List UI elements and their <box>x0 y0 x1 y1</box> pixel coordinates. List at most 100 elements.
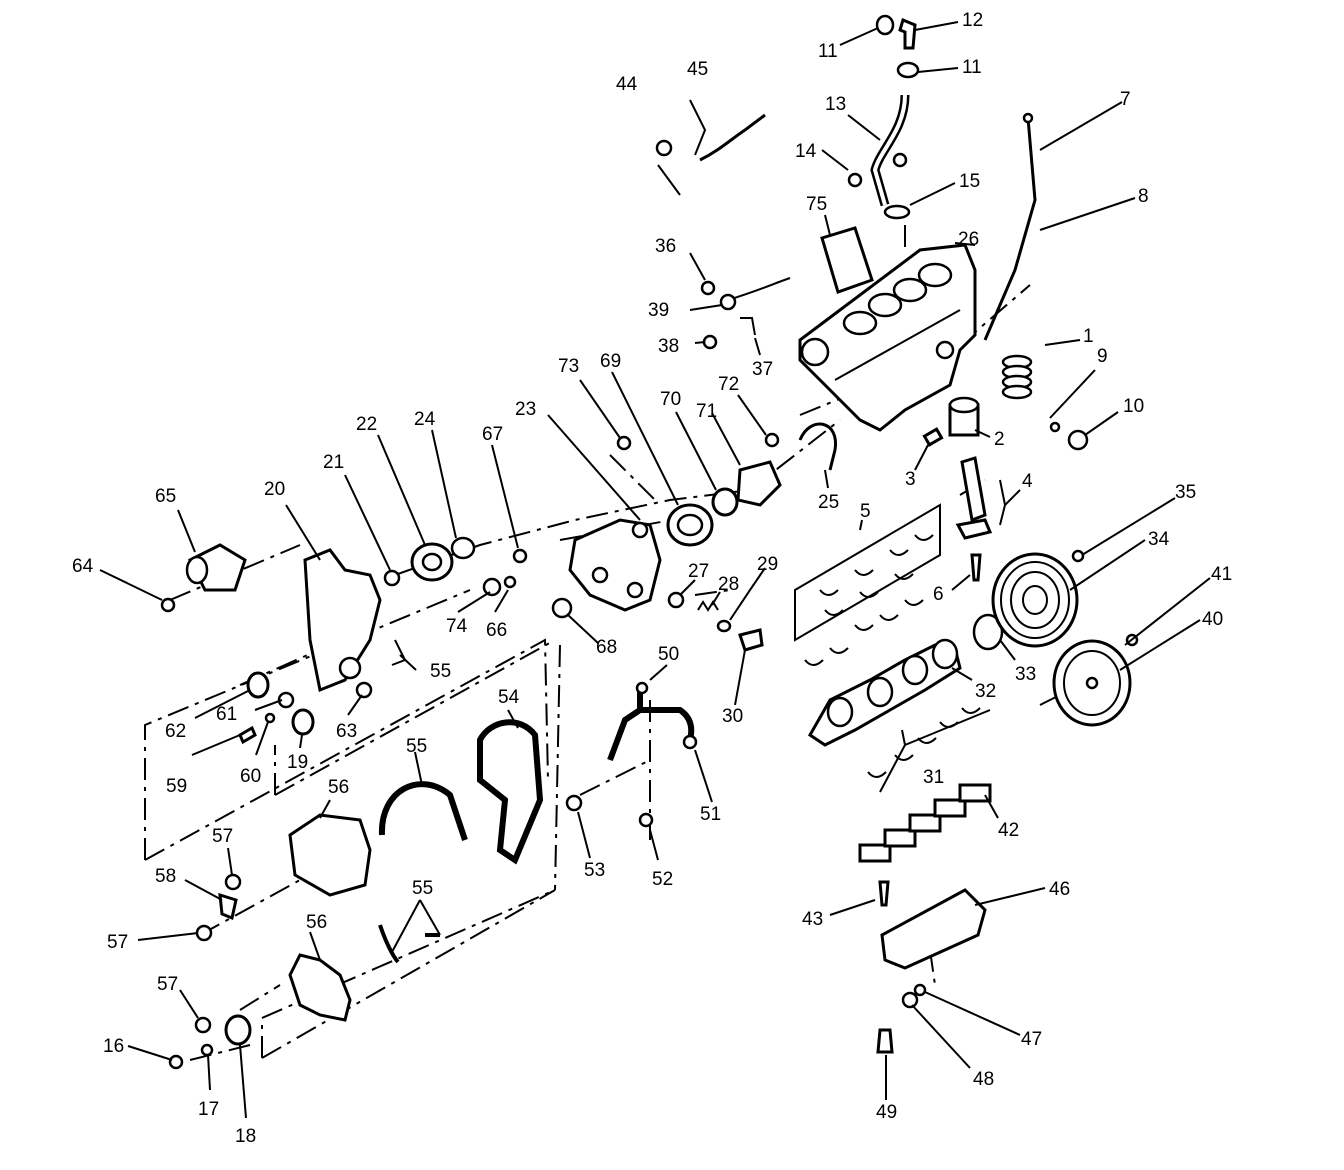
callout-57a: 57 <box>212 826 233 847</box>
callout-10: 10 <box>1123 396 1144 417</box>
front-cover-56a <box>288 813 372 897</box>
bolt-16 <box>168 1054 184 1070</box>
bolt-52 <box>638 812 654 828</box>
sensor-wire-39 <box>727 277 791 301</box>
nut-73 <box>616 435 632 451</box>
callout-47: 47 <box>1021 1029 1042 1050</box>
callout-26: 26 <box>958 229 979 250</box>
callout-19: 19 <box>287 752 308 773</box>
harness-45 <box>699 113 766 162</box>
bolt-57b <box>195 924 213 942</box>
seal-74 <box>482 577 502 597</box>
main-caps <box>858 783 992 863</box>
bolt-15 <box>892 152 908 168</box>
callout-labels: 1 2 3 4 5 6 7 8 9 10 11 11 12 13 14 15 1… <box>72 10 1232 1147</box>
callout-36: 36 <box>655 236 676 257</box>
callout-58: 58 <box>155 866 176 887</box>
bolt-53 <box>565 794 583 812</box>
callout-28: 28 <box>718 574 739 595</box>
callout-57b: 57 <box>107 932 128 953</box>
callout-68: 68 <box>596 637 617 658</box>
sender-44 <box>655 139 673 157</box>
seal-68 <box>551 597 573 619</box>
callout-25: 25 <box>818 492 839 513</box>
callout-11a: 11 <box>818 41 838 62</box>
callout-15: 15 <box>959 171 980 192</box>
callout-49: 49 <box>876 1102 897 1123</box>
dipstick-tube-inner <box>872 94 907 206</box>
main-cap-bolt <box>878 880 890 907</box>
callout-29: 29 <box>757 554 778 575</box>
piston-top <box>948 396 980 414</box>
callout-55a: 55 <box>430 661 451 682</box>
callout-57c: 57 <box>157 974 178 995</box>
callout-13: 13 <box>825 94 846 115</box>
engine-block <box>798 243 977 432</box>
callout-1: 1 <box>1083 326 1094 347</box>
callout-24: 24 <box>414 409 436 430</box>
callout-23: 23 <box>515 399 536 420</box>
bolt-35 <box>1071 549 1085 563</box>
retainer-55a <box>391 639 407 666</box>
callout-5: 5 <box>860 501 871 522</box>
bolt-57c <box>194 1016 212 1034</box>
callout-55c: 55 <box>412 878 433 899</box>
sensor-39 <box>719 293 737 311</box>
bolt-64 <box>160 597 176 613</box>
piston-rings <box>1001 354 1033 400</box>
callout-39: 39 <box>648 300 669 321</box>
oil-pan <box>880 888 987 970</box>
seal-51 <box>682 734 698 750</box>
bolt-63 <box>355 681 373 699</box>
callout-73: 73 <box>558 356 579 377</box>
bolt-57a <box>224 873 242 891</box>
callout-35: 35 <box>1175 482 1196 503</box>
callout-56b: 56 <box>306 912 327 933</box>
bracket-58 <box>218 892 238 921</box>
gear-70 <box>711 487 739 517</box>
callout-34: 34 <box>1148 529 1170 550</box>
callout-50: 50 <box>658 644 679 665</box>
drain-plug <box>901 991 919 1009</box>
callout-46: 46 <box>1049 879 1070 900</box>
callout-69: 69 <box>600 351 621 372</box>
callout-12: 12 <box>962 10 983 31</box>
timing-belt-55 <box>378 781 468 841</box>
bolt-21 <box>383 569 401 587</box>
callout-45: 45 <box>687 59 708 80</box>
washer-66 <box>503 575 517 589</box>
dipstick-handle <box>1022 112 1034 124</box>
timing-cover <box>303 548 382 693</box>
plate-71 <box>736 460 782 507</box>
bolt-36 <box>700 280 716 296</box>
callout-14: 14 <box>795 141 817 162</box>
callout-66: 66 <box>486 620 507 641</box>
plug-10 <box>1067 429 1089 451</box>
callout-20: 20 <box>264 479 285 500</box>
bearing-set-5 <box>794 503 941 642</box>
callout-44: 44 <box>616 74 638 95</box>
ring-24 <box>450 536 476 560</box>
callout-64: 64 <box>72 556 94 577</box>
callout-38: 38 <box>658 336 679 357</box>
hole-69 <box>676 513 704 537</box>
callout-8: 8 <box>1138 186 1149 207</box>
callout-3: 3 <box>905 469 916 490</box>
callout-31: 31 <box>923 767 944 788</box>
callout-71: 71 <box>696 401 717 422</box>
callout-56a: 56 <box>328 777 349 798</box>
crankshaft <box>808 638 962 747</box>
callout-16: 16 <box>103 1036 124 1057</box>
cap-27 <box>667 591 685 609</box>
callout-27: 27 <box>688 561 709 582</box>
seal-11a <box>875 14 895 36</box>
parts <box>160 14 1139 1070</box>
callout-55b: 55 <box>406 736 427 757</box>
pulley-18 <box>224 1014 252 1046</box>
callout-61: 61 <box>216 704 237 725</box>
callout-2: 2 <box>994 429 1005 450</box>
seal-11b <box>896 61 920 79</box>
callout-42: 42 <box>998 820 1019 841</box>
oil-pressure-sender <box>876 1028 894 1054</box>
